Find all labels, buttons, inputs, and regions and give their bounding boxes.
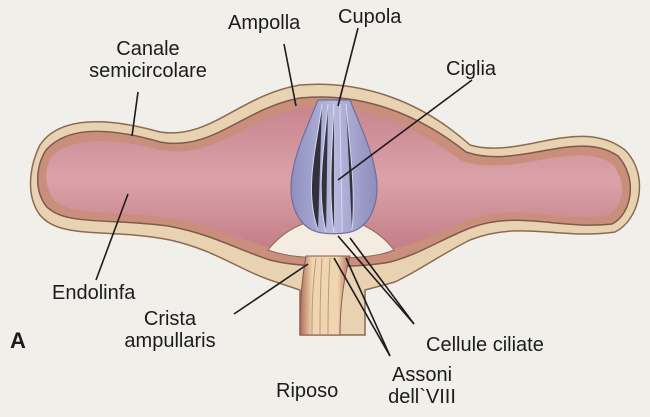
label-crista: Crista ampullaris <box>100 308 240 352</box>
label-crista-line1: Crista <box>100 308 240 330</box>
label-cellule-ciliate: Cellule ciliate <box>426 334 544 356</box>
label-endolinfa: Endolinfa <box>52 282 135 304</box>
label-canale-line1: Canale <box>84 38 212 60</box>
panel-letter: A <box>10 330 26 352</box>
label-riposo: Riposo <box>276 380 338 402</box>
label-assoni-line2: dell`VIII <box>374 386 470 408</box>
label-ampolla: Ampolla <box>228 12 300 34</box>
label-cupola: Cupola <box>338 6 401 28</box>
label-canale: Canale semicircolare <box>84 38 212 82</box>
label-crista-line2: ampullaris <box>100 330 240 352</box>
label-ciglia: Ciglia <box>446 58 496 80</box>
label-canale-line2: semicircolare <box>84 60 212 82</box>
label-assoni: Assoni dell`VIII <box>374 364 470 408</box>
label-assoni-line1: Assoni <box>374 364 470 386</box>
